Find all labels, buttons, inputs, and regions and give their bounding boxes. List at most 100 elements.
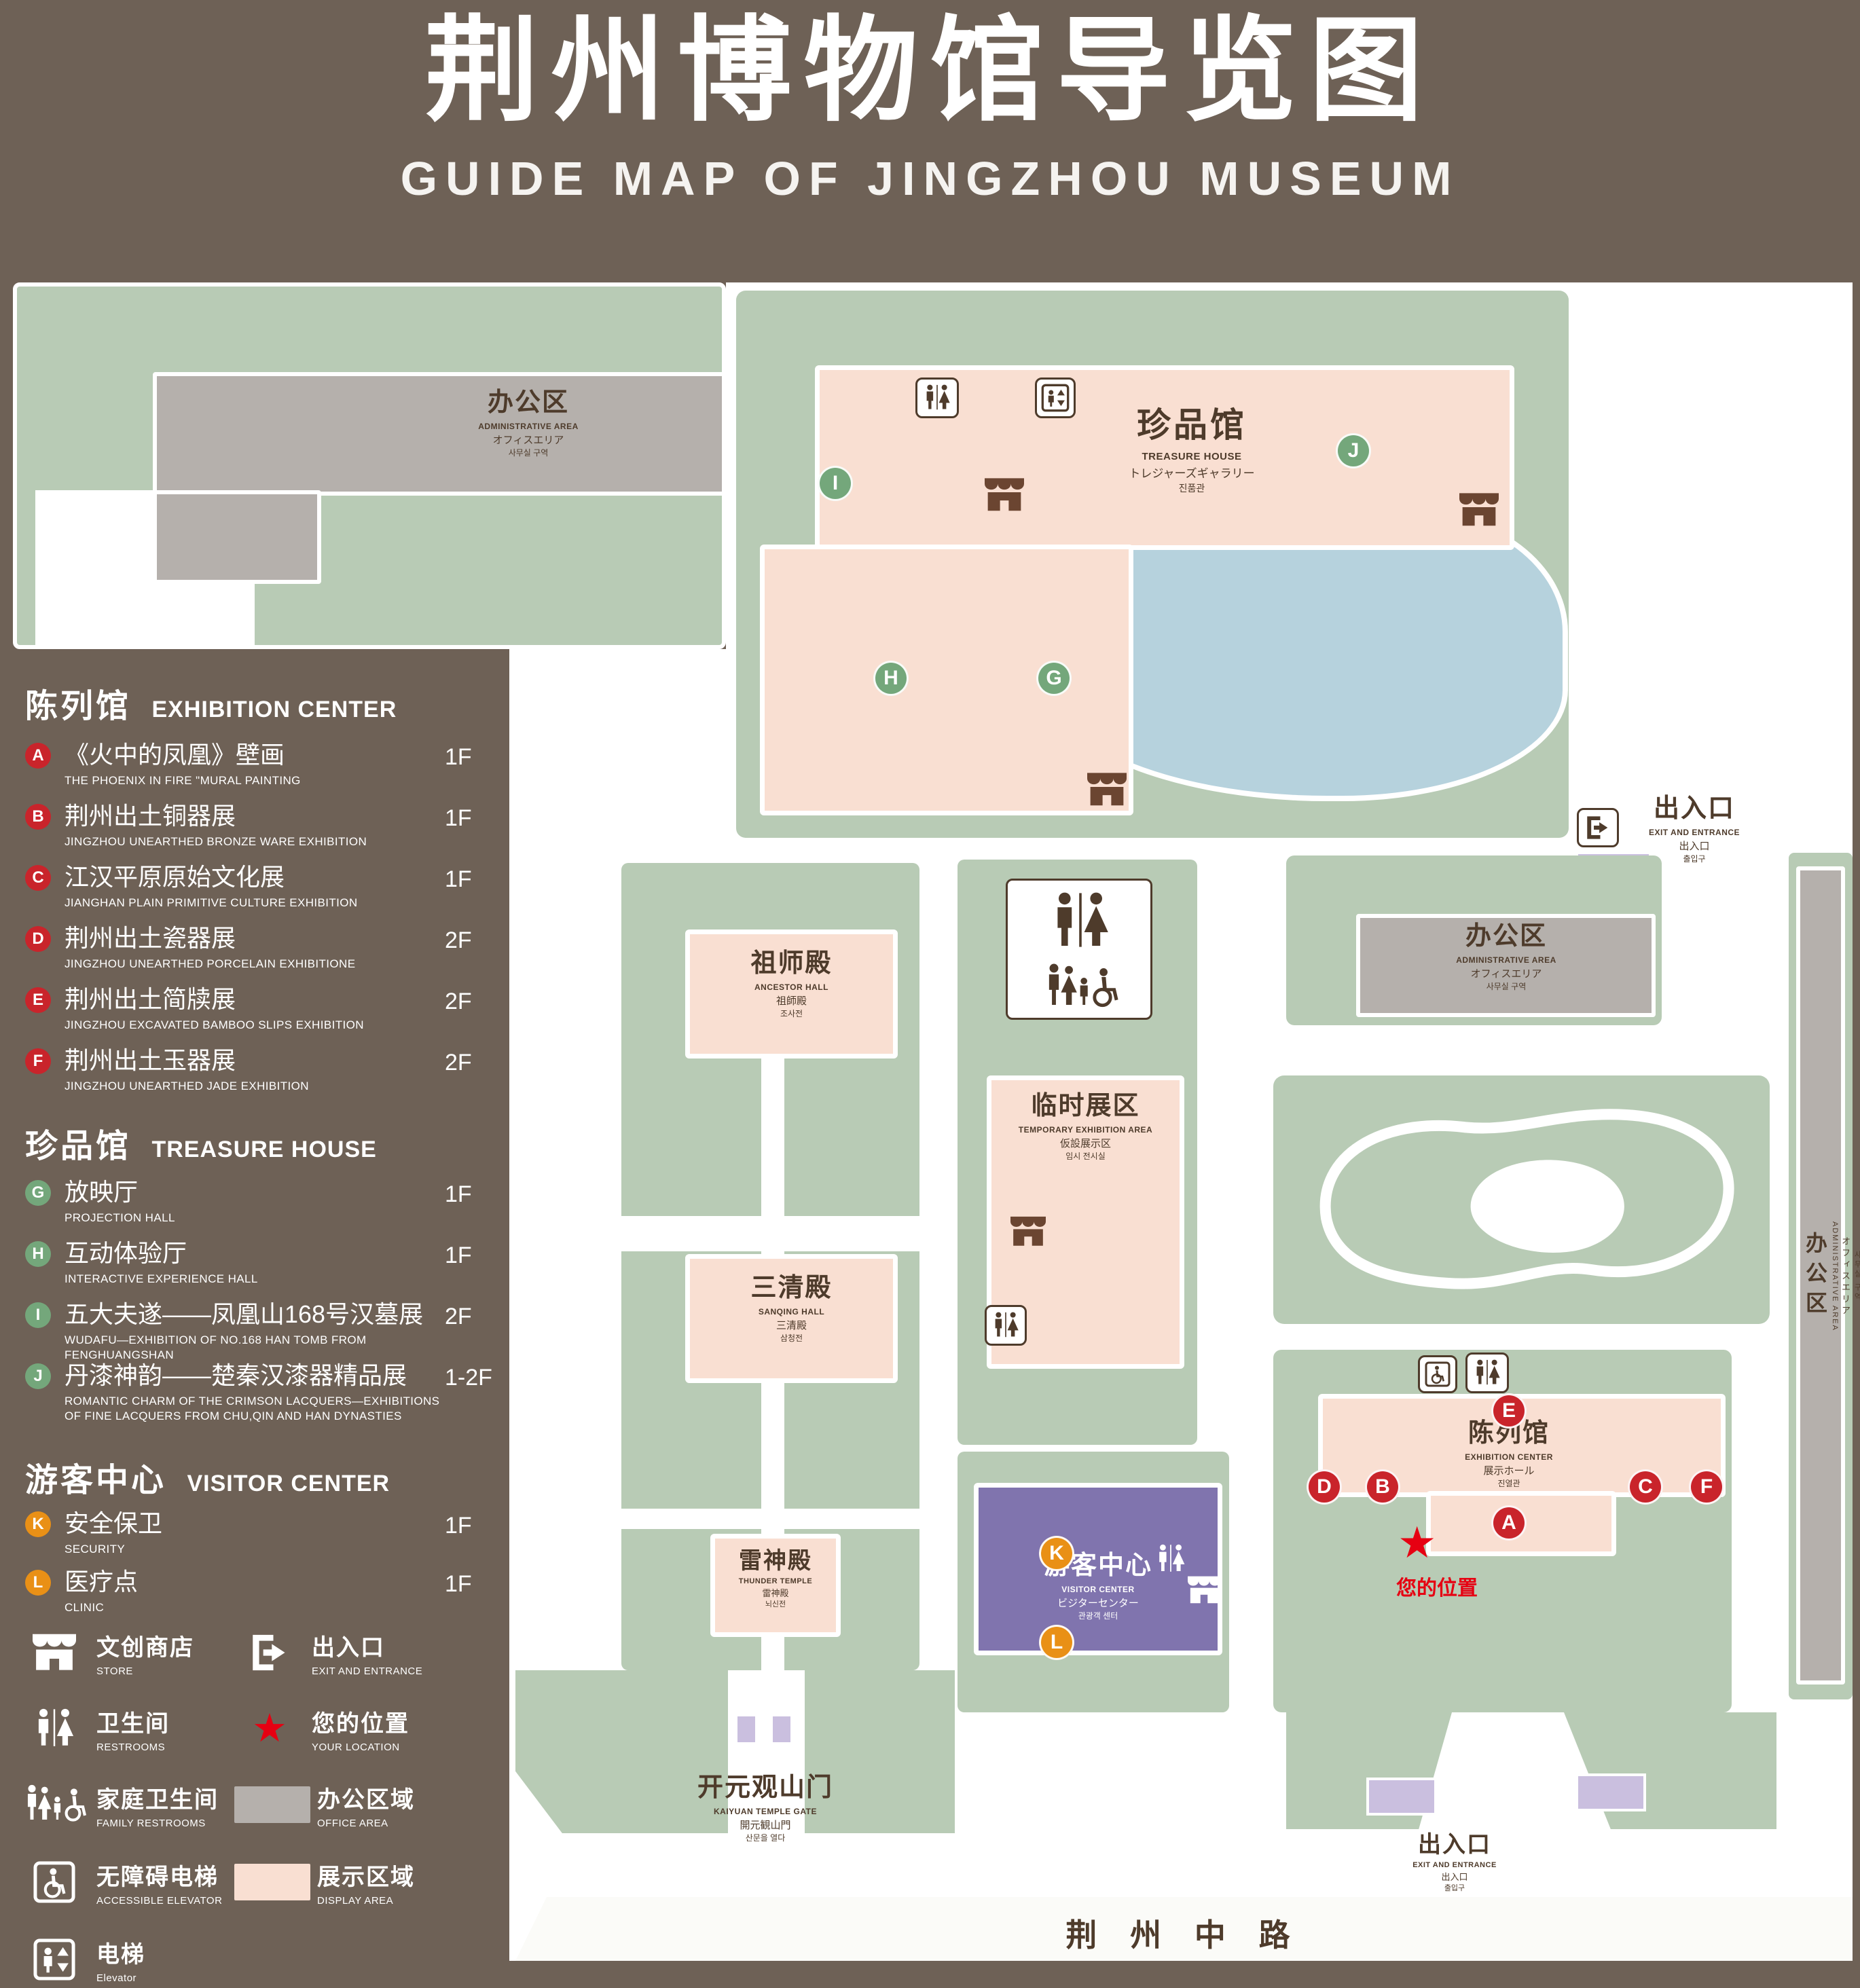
item-floor: 1F: [445, 1571, 472, 1597]
map-marker-a: A: [1491, 1505, 1527, 1541]
legend-en: EXIT AND ENTRANCE: [312, 1665, 423, 1677]
label-zh: 办公区: [1465, 922, 1547, 951]
exit-icon: [234, 1630, 305, 1675]
label-en: KAIYUAN TEMPLE GATE: [714, 1806, 817, 1816]
label-ja: 展示ホール: [1483, 1465, 1535, 1477]
accessible-elevator-icon: [1418, 1355, 1457, 1393]
legend-en: STORE: [96, 1665, 133, 1677]
map-marker-g: G: [1036, 661, 1072, 696]
map-marker-d: D: [1307, 1469, 1342, 1505]
item-zh: 荆州出土简牍展: [65, 985, 236, 1013]
badge-i: I: [25, 1302, 51, 1328]
map-marker-b: B: [1365, 1469, 1400, 1505]
label-ko: 삼청전: [780, 1333, 803, 1343]
badge-c: C: [25, 865, 51, 891]
display-area-swatch: [234, 1864, 310, 1900]
admin-far-e-label: 办公区 ADMINISTRATIVE AREA オフィスエリア 사무실 구역: [1800, 903, 1860, 1650]
badge-l: L: [25, 1570, 51, 1596]
area-gate-east: [805, 1670, 955, 1833]
path-cross-2: [621, 1509, 919, 1529]
ancestor-hall-building: [685, 929, 898, 1059]
sidebar-item-e: E 荆州出土简牍展 2F JINGZHOU EXCAVATED BAMBOO S…: [25, 986, 507, 1033]
exhibition-center-wing: [1426, 1491, 1616, 1556]
item-floor: 1F: [445, 1513, 472, 1539]
sidebar-item-b: B 荆州出土铜器展 1F JINGZHOU UNEARTHED BRONZE W…: [25, 803, 507, 849]
map-marker-f: F: [1689, 1469, 1724, 1505]
sidebar-item-f: F 荆州出土玉器展 2F JINGZHOU UNEARTHED JADE EXH…: [25, 1047, 507, 1094]
page-subtitle: GUIDE MAP OF JINGZHOU MUSEUM: [400, 152, 1460, 205]
legend-zh: 卫生间: [96, 1710, 170, 1737]
exhibition-center-label: 陈列馆 EXHIBITION CENTER 展示ホール 진열관: [1407, 1419, 1611, 1489]
section-title-zh: 陈列馆: [25, 688, 132, 724]
item-en: JINGZHOU UNEARTHED BRONZE WARE EXHIBITIO…: [65, 834, 367, 848]
legend-zh: 办公区域: [317, 1786, 415, 1813]
store-icon: [19, 1631, 90, 1674]
item-en: CLINIC: [65, 1600, 105, 1614]
store-icon: [1082, 770, 1131, 809]
restroom-icon: [985, 1305, 1027, 1346]
label-ko: 산문을 열다: [745, 1833, 786, 1843]
badge-k: K: [25, 1511, 51, 1537]
item-en: PROJECTION HALL: [65, 1211, 175, 1224]
legend-en: FAMILY RESTROOMS: [96, 1817, 206, 1829]
sidebar-item-h: H 互动体验厅 1F INTERACTIVE EXPERIENCE HALL: [25, 1240, 507, 1287]
label-zh: 珍品馆: [1137, 406, 1247, 444]
section-title-zh: 珍品馆: [25, 1128, 132, 1164]
badge-f: F: [25, 1048, 51, 1074]
legend-en: RESTROOMS: [96, 1741, 166, 1753]
admin-nw-building: [153, 372, 726, 496]
badge-g: G: [25, 1180, 51, 1206]
map-marker-j: J: [1336, 433, 1371, 468]
label-ja: オフィスエリア: [492, 435, 564, 447]
label-ja: 開元観山門: [740, 1820, 791, 1832]
item-en: SECURITY: [65, 1542, 126, 1556]
label-ko: 사무실 구역: [508, 447, 549, 458]
restroom-icon: [19, 1706, 90, 1751]
label-ko: 출입구: [1444, 1883, 1465, 1892]
legend-zh: 文创商店: [96, 1634, 194, 1661]
map-marker-c: C: [1628, 1469, 1663, 1505]
label-ja: 雷神殿: [762, 1587, 789, 1598]
item-floor: 1F: [445, 744, 472, 770]
item-zh: 安全保卫: [65, 1509, 163, 1537]
gate-pillar: [770, 1714, 793, 1745]
legend-en: YOUR LOCATION: [312, 1741, 400, 1753]
label-ko: 조사전: [780, 1008, 803, 1018]
map-marker-e: E: [1491, 1393, 1527, 1429]
restroom-icon: [1465, 1352, 1509, 1393]
item-zh: 荆州出土铜器展: [65, 802, 236, 830]
family-restroom-icon: [1032, 961, 1129, 1014]
exit-s-label: 出入口 EXIT AND ENTRANCE 出入口 출입구: [1387, 1832, 1522, 1892]
label-ja: 出入口: [1679, 841, 1710, 853]
elevator-icon: [1035, 378, 1076, 418]
store-icon: [1455, 490, 1503, 530]
label-en: ADMINISTRATIVE AREA: [478, 421, 579, 431]
page-title: 荆州博物馆导览图: [424, 7, 1436, 134]
legend-item-exit: 出入口 EXIT AND ENTRANCE: [234, 1621, 452, 1684]
item-en: WUDAFU—EXHIBITION OF NO.168 HAN TOMB FRO…: [65, 1333, 367, 1361]
legend-item-display-area: 展示区域 DISPLAY AREA: [234, 1851, 452, 1913]
badge-b: B: [25, 804, 51, 830]
label-en: TEMPORARY EXHIBITION AREA: [1018, 1124, 1153, 1135]
garden: [1273, 1075, 1770, 1324]
legend-zh: 电梯: [96, 1941, 145, 1968]
legend-zh: 无障碍电梯: [96, 1864, 219, 1890]
legend-item-store: 文创商店 STORE: [19, 1621, 236, 1684]
admin-nw-label: 办公区 ADMINISTRATIVE AREA オフィスエリア 사무실 구역: [426, 388, 630, 458]
legend-zh: 出入口: [312, 1634, 385, 1661]
sidebar-item-i: I 五大夫遂——凤凰山168号汉墓展 2F WUDAFU—EXHIBITION …: [25, 1301, 507, 1363]
sidebar-item-k: K 安全保卫 1F SECURITY: [25, 1510, 507, 1557]
restroom-icon: [915, 378, 959, 418]
label-zh: 临时展区: [1031, 1092, 1140, 1120]
exit-icon: [1577, 808, 1619, 847]
label-ko: 관광객 센터: [1078, 1610, 1118, 1621]
kaiyuan-gate-label: 开元观山门 KAIYUAN TEMPLE GATE 開元観山門 산문을 열다: [660, 1773, 871, 1843]
legend-en: ACCESSIBLE ELEVATOR: [96, 1894, 223, 1907]
legend-item-accessible-elevator: 无障碍电梯 ACCESSIBLE ELEVATOR: [19, 1851, 236, 1913]
entrance-s-building: [1366, 1778, 1437, 1816]
section-title-en: VISITOR CENTER: [187, 1471, 390, 1496]
label-ja: 三清殿: [776, 1320, 807, 1332]
item-zh: 《火中的凤凰》壁画: [65, 741, 285, 769]
treasure-house-wing: [760, 545, 1133, 815]
